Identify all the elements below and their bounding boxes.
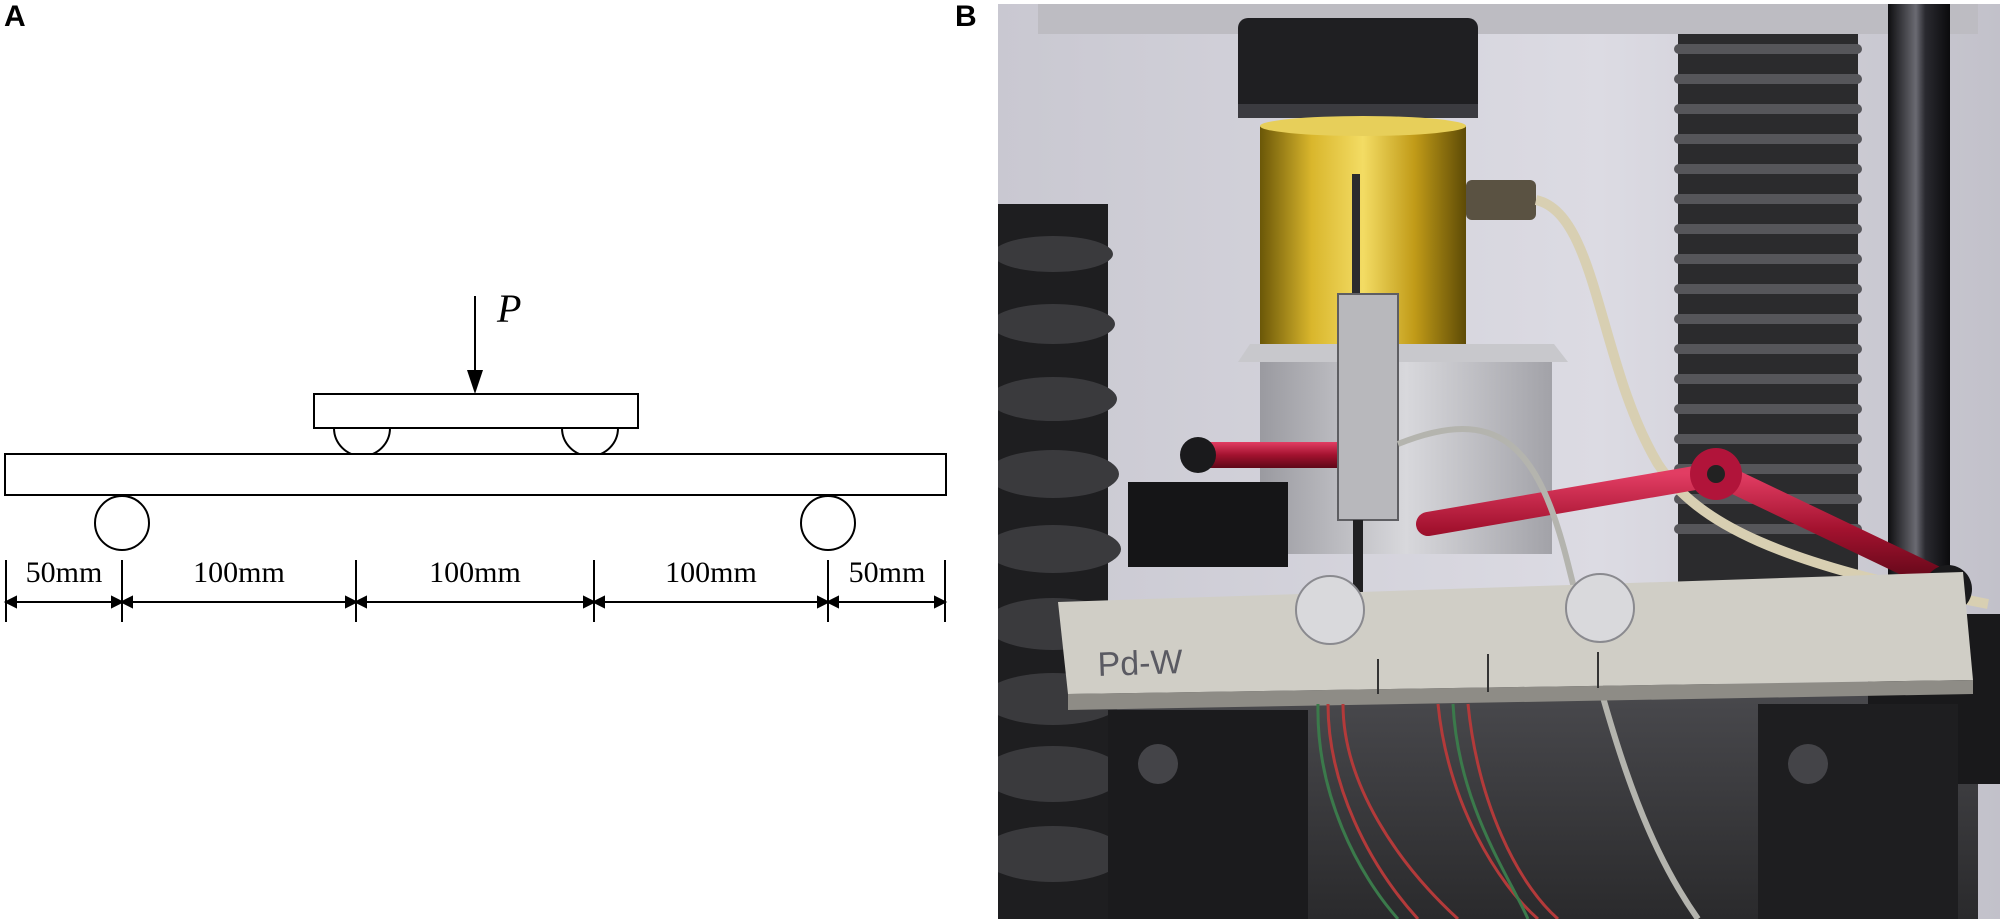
support-roller-right: [800, 495, 856, 551]
dimension-label-5: 50mm: [849, 556, 926, 589]
beam-specimen: [4, 453, 947, 496]
guide-rod: [1888, 4, 1950, 604]
dimension-lines: [3, 595, 948, 609]
dimension-label-4: 100mm: [665, 556, 757, 589]
loading-roller-right: [560, 427, 620, 457]
dimension-label-2: 100mm: [193, 556, 285, 589]
dimension-label-3: 100mm: [429, 556, 521, 589]
photo-roller-right: [1565, 573, 1635, 643]
photo-roller-left: [1295, 575, 1365, 645]
load-arrow-head: [467, 370, 483, 394]
lower-support-left: [1108, 710, 1308, 919]
machine-crosshead: [1038, 4, 1978, 34]
bending-test-diagram: P 50mm 100mm 100mm 100mm 50mm: [3, 286, 948, 622]
load-label: P: [496, 286, 521, 331]
loading-roller-left: [332, 427, 392, 457]
panel-label-a: A: [4, 0, 26, 33]
loading-plate: [313, 393, 639, 429]
specimen-marking: Pd-W: [1097, 643, 1183, 684]
lower-support-right: [1758, 704, 1958, 919]
dimension-ticks: [5, 560, 946, 622]
displacement-transducer: [1337, 174, 1399, 634]
support-roller-left: [94, 495, 150, 551]
load-cell-connector: [1466, 180, 1536, 220]
dimension-label-1: 50mm: [26, 556, 103, 589]
strain-gauge-wires: [1326, 703, 1559, 919]
magnetic-stand-left: [1128, 437, 1368, 567]
left-bellows-cover: [998, 204, 1125, 919]
load-cell-cable: [1534, 195, 1989, 609]
specimen-beam-photo: Pd-W: [1058, 572, 1973, 710]
panel-label-b: B: [955, 0, 977, 33]
test-setup-photo: Pd-W: [998, 4, 2000, 919]
transducer-cable: [1396, 426, 1701, 919]
